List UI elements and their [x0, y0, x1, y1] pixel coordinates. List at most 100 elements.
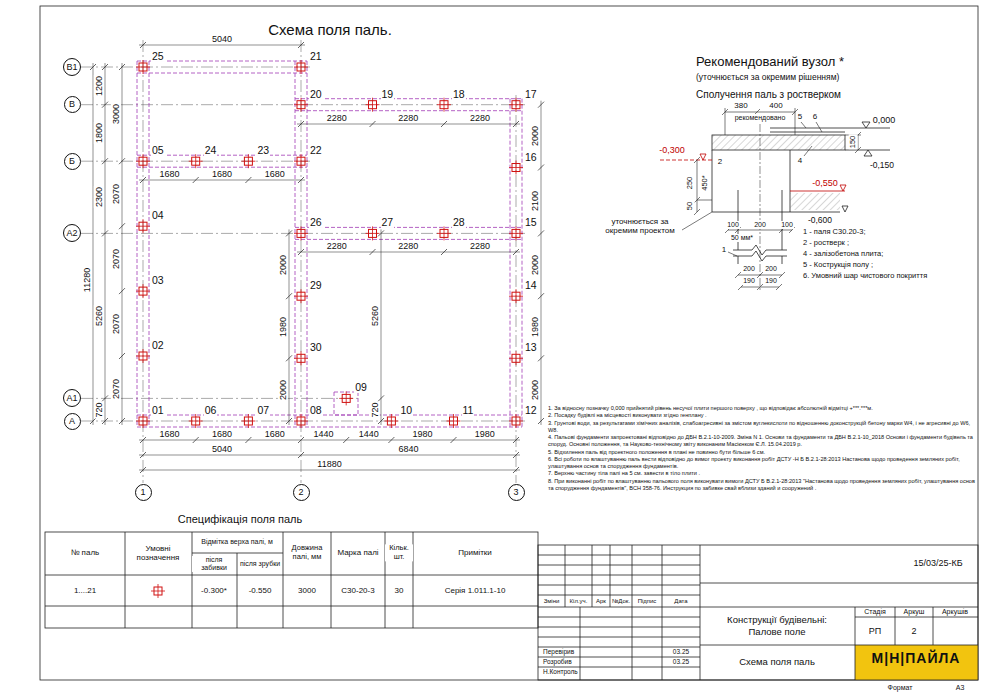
- node-detail: [790, 193, 840, 210]
- dimension-text: 11280: [82, 267, 92, 293]
- detail-label: 100: [780, 221, 794, 229]
- pile-symbol: [136, 414, 150, 428]
- pile-symbol: [136, 284, 150, 298]
- pile-symbol: [294, 98, 308, 112]
- dimension-text: 2000: [530, 125, 540, 147]
- dimension-text: 2280: [469, 113, 491, 123]
- table-cell: Кільк. шт.: [385, 544, 413, 561]
- dimension-line: [378, 418, 384, 424]
- title-block-cell: Аркушів: [941, 608, 969, 616]
- pile-number: 12: [524, 404, 538, 416]
- grillage-outline: [295, 61, 296, 427]
- pile-symbol: [294, 414, 308, 428]
- grillage-outline: [295, 98, 522, 99]
- axis-letter: Б: [69, 157, 75, 166]
- detail-label: 0,000: [872, 115, 897, 125]
- detail-label: 5: [797, 112, 803, 121]
- spec-table: [45, 532, 538, 628]
- dimension-line: [90, 64, 96, 70]
- node-detail: [864, 150, 872, 156]
- dimension-line: [298, 177, 304, 183]
- spec-table: [45, 532, 538, 628]
- pile-symbol: [437, 226, 451, 240]
- detail-label: 2: [717, 157, 723, 166]
- dimension-text: 1200: [94, 75, 104, 97]
- pile-symbol: [301, 414, 302, 428]
- detail-label: 400: [768, 101, 783, 110]
- dimension-line: [102, 158, 108, 164]
- axis-letter: В1: [66, 63, 77, 72]
- dimension-line: [441, 121, 447, 127]
- table-cell: після забивки: [192, 556, 236, 572]
- detail-legend-line: 1 - паля С30.20-3;: [802, 228, 867, 237]
- pile-number: 26: [309, 216, 323, 228]
- dimension-line: [298, 42, 304, 48]
- detail-label: Рекомендований вузол *: [695, 55, 845, 70]
- pile-symbol: [509, 351, 523, 365]
- dimension-line: [538, 355, 544, 361]
- pile-symbol: [516, 289, 517, 303]
- pile-symbol: [136, 219, 150, 233]
- dimension-text: 2280: [326, 241, 348, 251]
- detail-label: -0,300: [658, 145, 686, 155]
- dimension-text: 2280: [397, 113, 419, 123]
- table-cell: 3000: [297, 586, 317, 595]
- dimension-line: [298, 452, 304, 458]
- axis-line: [516, 95, 517, 483]
- axis-bubble: 2: [293, 484, 310, 501]
- dimension-text: 5040: [211, 444, 233, 454]
- pile-symbol: [294, 351, 308, 365]
- pile-number: 08: [309, 404, 323, 416]
- node-detail: [712, 150, 790, 212]
- pile-number: 27: [381, 216, 395, 228]
- axis-bubble: А2: [63, 224, 81, 242]
- detail-label: 1: [721, 245, 727, 254]
- pile-symbol: [301, 351, 302, 365]
- detail-legend-line: 6. Умовний шар чистового покриття: [802, 272, 928, 281]
- table-cell: Специфікація поля паль: [177, 513, 303, 526]
- title-block-cell: №Док.: [611, 598, 631, 605]
- table-cell: Довжина палі, мм: [284, 544, 330, 561]
- pile-symbol: [189, 414, 203, 428]
- pile-number: 21: [309, 50, 323, 62]
- pile-symbol: [366, 226, 380, 240]
- detail-label: рекомендовано: [734, 114, 787, 122]
- pile-number: 30: [309, 341, 323, 353]
- dimension-line: [381, 229, 382, 425]
- dimension-line: [140, 177, 146, 183]
- axis-bubble: А1: [63, 389, 81, 407]
- axis-letter: 2: [298, 488, 303, 497]
- detail-label: 450*: [701, 174, 710, 191]
- pile-symbol: [372, 98, 373, 112]
- spec-table: [45, 532, 538, 628]
- dimension-line: [140, 437, 146, 443]
- pile-symbol: [516, 226, 517, 240]
- pile-symbol: [384, 414, 398, 428]
- node-detail: [770, 132, 845, 133]
- dimension-text: 2280: [469, 241, 491, 251]
- dimension-text: 2100: [530, 189, 540, 211]
- dimension-text: 1680: [211, 169, 233, 179]
- dimension-text: 2000: [278, 379, 288, 401]
- grillage-outline: [295, 239, 522, 240]
- axis-bubble: Б: [64, 153, 81, 170]
- pile-symbol: [509, 414, 523, 428]
- grillage-outline: [137, 427, 522, 428]
- node-detail: [712, 135, 845, 150]
- drawing-title: Схема поля паль.: [267, 21, 393, 38]
- detail-label: (уточнюється за окремим рішенням): [695, 73, 840, 83]
- grillage-outline: [137, 167, 307, 168]
- detail-label: 50: [686, 201, 695, 211]
- pile-number: 20: [309, 88, 323, 100]
- dimension-text: 1680: [264, 169, 286, 179]
- dimension-line: [451, 437, 457, 443]
- pile-number: 23: [256, 144, 270, 156]
- pile-symbol: [143, 414, 144, 428]
- dimension-line: [102, 418, 108, 424]
- dimension-line: [538, 102, 544, 108]
- note-text: 7. Верхню частину тіла палі на 5 см. зав…: [548, 470, 976, 477]
- dimension-line: [102, 230, 108, 236]
- title-block-cell: Палове поле: [748, 627, 807, 638]
- title-block-cell: 2: [910, 626, 917, 636]
